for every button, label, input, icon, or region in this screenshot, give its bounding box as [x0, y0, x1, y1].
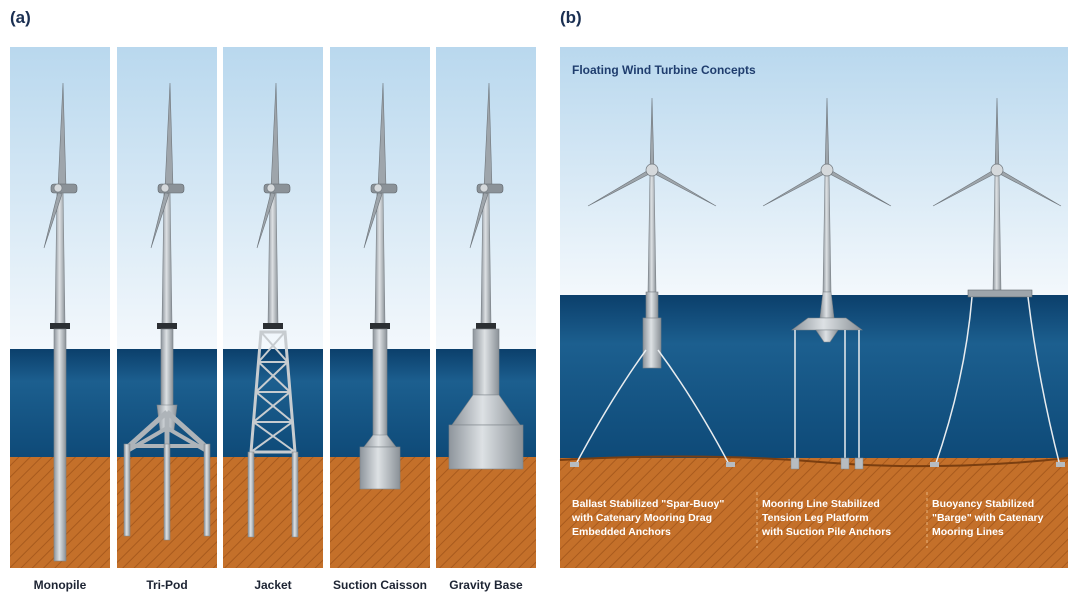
flange: [263, 323, 283, 329]
tlp-pontoon: [791, 317, 863, 331]
turbine-hub: [373, 183, 383, 193]
spar-buoy-turbine: [570, 97, 735, 467]
caption-tension-leg-line-2: Tension Leg Platform: [762, 512, 869, 524]
caption-barge-line-2: "Barge" with Catenary: [932, 512, 1044, 524]
suction-pile-anchor: [854, 457, 864, 470]
foundation-column-1: [10, 47, 110, 568]
jacket-brace: [252, 391, 291, 423]
suction-caisson: [359, 446, 401, 490]
floating-sky: [560, 47, 1068, 295]
hub: [645, 163, 659, 177]
monopile: [53, 328, 67, 562]
barge: [967, 289, 1033, 298]
foundation-column-4: [330, 47, 430, 568]
tripod-pile: [123, 443, 131, 537]
caption-tension-leg-line-3: with Suction Pile Anchors: [762, 526, 892, 538]
floating-seabed: [560, 458, 1068, 568]
tripod-brace: [127, 410, 169, 448]
seabed: [436, 457, 536, 568]
sea: [223, 349, 323, 457]
drag-anchor: [726, 462, 735, 467]
jacket-brace: [260, 331, 289, 363]
mooring-line: [657, 349, 731, 467]
mooring-line: [574, 349, 647, 467]
suction-pile-anchor: [790, 457, 800, 470]
flange: [476, 323, 496, 329]
turbine-hub: [53, 183, 63, 193]
tlp-keel: [815, 329, 839, 343]
flange: [157, 323, 177, 329]
flange: [50, 323, 70, 329]
hub: [990, 163, 1004, 177]
mooring-line: [1027, 296, 1061, 467]
foundation-column-3: [223, 47, 323, 568]
gravity-shaft: [472, 328, 500, 396]
gravity-base: [448, 424, 524, 470]
jacket-brace: [257, 331, 286, 363]
caption-jacket: Jacket: [254, 578, 292, 592]
panel-b-label: (b): [560, 8, 582, 27]
tripod-brace: [165, 410, 207, 448]
tension-leg-turbine: [762, 97, 892, 470]
mooring-line: [934, 296, 973, 467]
barge-turbine: [930, 97, 1065, 467]
jacket-pile: [291, 451, 299, 538]
tripod-pile: [163, 443, 171, 541]
turbine-hub: [266, 183, 276, 193]
caption-barge: Buoyancy Stabilized "Barge" with Catenar…: [932, 497, 1070, 539]
jacket-pile: [247, 451, 255, 538]
caption-monopile: Monopile: [33, 578, 87, 592]
caption-spar-buoy-line-3: Embedded Anchors: [572, 526, 671, 538]
caption-tension-leg-line-1: Mooring Line Stabilized: [762, 498, 880, 510]
anchor: [930, 462, 939, 467]
caption-barge-line-3: Mooring Lines: [932, 526, 1004, 538]
foundation-column-2: [117, 47, 217, 568]
jacket-brace: [257, 361, 291, 393]
spar-buoy: [642, 317, 662, 369]
panel-a-label: (a): [10, 8, 31, 27]
jacket-brace: [250, 421, 294, 453]
jacket-brace: [255, 361, 289, 393]
caption-tension-leg: Mooring Line Stabilized Tension Leg Plat…: [762, 497, 927, 539]
spar-neck: [645, 291, 659, 321]
jacket-brace: [252, 421, 296, 453]
caption-tri-pod: Tri-Pod: [146, 578, 188, 592]
foundation-column-5: [436, 47, 536, 568]
anchor: [1056, 462, 1065, 467]
turbine-hub: [160, 183, 170, 193]
suction-pile-anchor: [840, 457, 850, 470]
tripod-pile: [203, 443, 211, 537]
caption-spar-buoy-line-1: Ballast Stabilized "Spar-Buoy": [572, 498, 725, 510]
hub: [820, 163, 834, 177]
floating-concepts-title: Floating Wind Turbine Concepts: [572, 63, 756, 77]
caption-suction-caisson: Suction Caisson: [332, 578, 427, 592]
flange: [370, 323, 390, 329]
jacket-brace: [255, 391, 294, 423]
caption-gravity-base: Gravity Base: [449, 578, 523, 592]
seabed: [223, 457, 323, 568]
drag-anchor: [570, 462, 579, 467]
tripod-column: [160, 328, 174, 410]
caption-spar-buoy: Ballast Stabilized "Spar-Buoy" with Cate…: [572, 497, 737, 539]
turbine-hub: [479, 183, 489, 193]
caption-spar-buoy-line-2: with Catenary Mooring Drag: [572, 512, 713, 524]
caisson-column: [372, 328, 388, 438]
caption-barge-line-1: Buoyancy Stabilized: [932, 498, 1035, 510]
seabed-edge: [559, 455, 1069, 468]
